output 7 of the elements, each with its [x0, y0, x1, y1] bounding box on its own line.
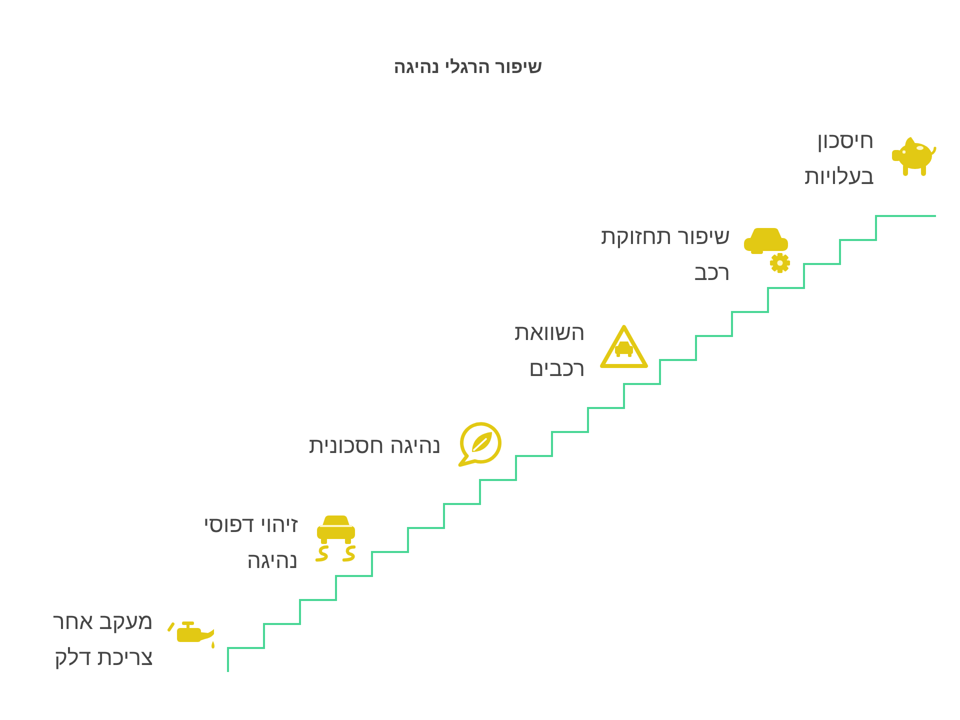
- step-label: השוואת רכבים: [514, 319, 585, 383]
- step-label: שיפור תחזוקת רכב: [600, 223, 730, 287]
- step-label: זיהוי דפוסי נהיגה: [202, 511, 298, 575]
- step-label: נהיגה חסכונית: [308, 432, 441, 460]
- step-label: מעקב אחר צריכת דלק: [52, 608, 153, 672]
- diagram-title: שיפור הרגלי נהיגה: [394, 57, 542, 78]
- step-label: חיסכון בעלויות: [803, 127, 874, 191]
